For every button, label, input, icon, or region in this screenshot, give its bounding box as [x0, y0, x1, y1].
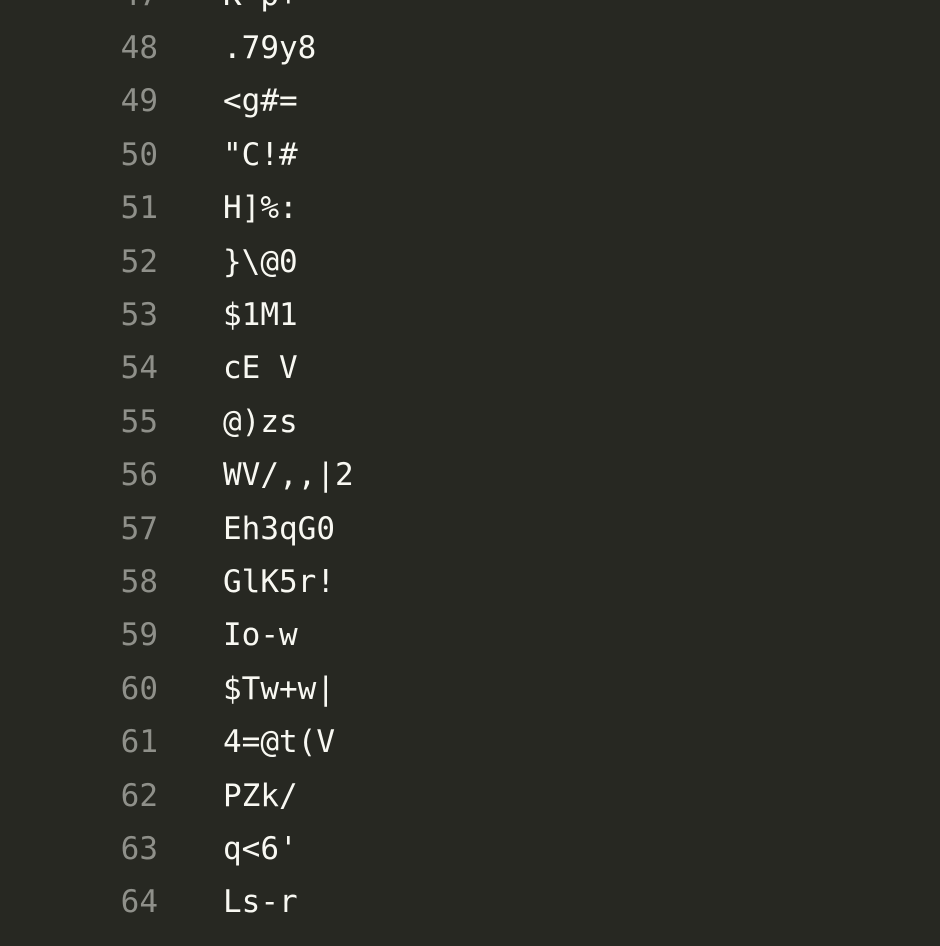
line-text[interactable]: $Tw+w|	[223, 670, 335, 707]
line-text[interactable]: Eh3qG0	[223, 510, 335, 547]
line-number: 54	[120, 350, 158, 387]
line-number: 63	[120, 830, 158, 867]
code-line[interactable]: 49 <g#=	[0, 75, 940, 128]
line-number: 56	[120, 457, 158, 494]
line-number: 53	[120, 297, 158, 334]
line-text[interactable]: Ls-r	[223, 884, 298, 921]
line-text[interactable]: cE V	[223, 350, 298, 387]
line-text[interactable]: "C!#	[223, 136, 298, 173]
code-line[interactable]: 55 @)zs	[0, 395, 940, 448]
line-number: 50	[120, 136, 158, 173]
line-number: 61	[120, 724, 158, 761]
code-line[interactable]: 56 WV/,,|2	[0, 449, 940, 502]
code-line[interactable]: 58 GlK5r!	[0, 555, 940, 608]
line-text[interactable]: <g#=	[223, 83, 298, 120]
line-number: 49	[120, 83, 158, 120]
line-number: 52	[120, 243, 158, 280]
code-line[interactable]: 54 cE V	[0, 342, 940, 395]
code-line[interactable]: 48 .79y8	[0, 21, 940, 74]
code-line[interactable]: 61 4=@t(V	[0, 715, 940, 768]
line-text[interactable]: $1M1	[223, 297, 298, 334]
line-number: 64	[120, 884, 158, 921]
line-text[interactable]: .79y8	[223, 30, 317, 67]
line-text[interactable]: PZk/	[223, 777, 298, 814]
line-number: 58	[120, 563, 158, 600]
line-number: 60	[120, 670, 158, 707]
line-text[interactable]: Io-w	[223, 617, 298, 654]
line-text[interactable]: q<6'	[223, 830, 298, 867]
line-number: 57	[120, 510, 158, 547]
line-text[interactable]: 4=@t(V	[223, 724, 335, 761]
line-text[interactable]: H]%:	[223, 190, 298, 227]
code-line[interactable]: 53 $1M1	[0, 288, 940, 341]
code-line[interactable]: 57 Eh3qG0	[0, 502, 940, 555]
code-line[interactable]: 52 }\@0	[0, 235, 940, 288]
line-text[interactable]: GlK5r!	[223, 563, 335, 600]
line-text[interactable]: }\@0	[223, 243, 298, 280]
line-number: 55	[120, 403, 158, 440]
line-text[interactable]: WV/,,|2	[223, 457, 354, 494]
code-line[interactable]: 63 q<6'	[0, 822, 940, 875]
code-line[interactable]: 50 "C!#	[0, 128, 940, 181]
line-number: 51	[120, 190, 158, 227]
line-number: 47	[0, 0, 158, 13]
line-number: 59	[120, 617, 158, 654]
line-number: 48	[120, 30, 158, 67]
code-line[interactable]: 47 K p+	[0, 0, 940, 21]
line-text[interactable]: @)zs	[223, 403, 298, 440]
line-number: 62	[120, 777, 158, 814]
code-line[interactable]: 62 PZk/	[0, 769, 940, 822]
code-line[interactable]: 59 Io-w	[0, 609, 940, 662]
code-line[interactable]: 51 H]%:	[0, 182, 940, 235]
line-text[interactable]: K p+	[223, 0, 298, 13]
code-line[interactable]: 64 Ls-r	[0, 876, 940, 929]
code-line[interactable]: 60 $Tw+w|	[0, 662, 940, 715]
